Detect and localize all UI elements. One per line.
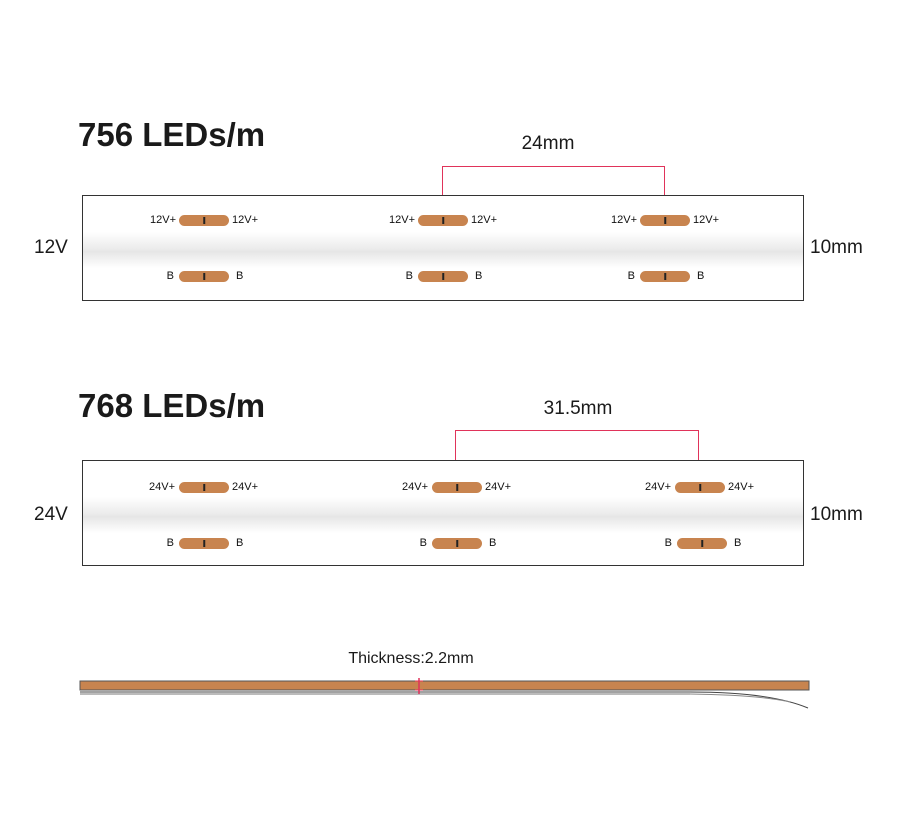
diagram-1-width-label: 10mm: [810, 237, 863, 258]
pad-label-left: 24V+: [149, 481, 175, 493]
solder-pad: [179, 482, 229, 493]
diagram-1-pitch-label: 24mm: [521, 133, 575, 154]
pad-label-right: 12V+: [232, 214, 258, 226]
solder-pad: [677, 538, 727, 549]
solder-pad: [179, 271, 229, 282]
side-view-backing-tape: [689, 691, 809, 709]
solder-pad: [179, 538, 229, 549]
diagram-1-title: 756 LEDs/m: [78, 116, 266, 153]
pad-label-left: 12V+: [389, 214, 415, 226]
diagram-1-cob-band: [83, 232, 803, 268]
pad-label-right: 24V+: [232, 481, 258, 493]
thickness-label: Thickness:2.2mm: [348, 650, 474, 667]
solder-pad: [640, 271, 690, 282]
pad-label-left: B: [166, 270, 174, 282]
pad-label-right: 24V+: [485, 481, 511, 493]
solder-pad: [675, 482, 725, 493]
pad-label-right: 12V+: [471, 214, 497, 226]
pad-label-left: B: [664, 537, 672, 549]
solder-pad: [432, 482, 482, 493]
diagram-2-width-label: 10mm: [810, 504, 863, 525]
pad-label-left: B: [627, 270, 635, 282]
pad-label-right: 12V+: [693, 214, 719, 226]
diagram-2-led-strip: 24V+ 24V+ 24V+ 24V+ 24V+ 24V+ B B B B B …: [82, 460, 804, 566]
pad-label-left: 24V+: [402, 481, 428, 493]
pad-label-right: B: [475, 270, 483, 282]
diagram-1-pitch-bracket: [442, 166, 665, 196]
pad-label-left: 24V+: [645, 481, 671, 493]
side-view-backing-tape: [689, 693, 791, 703]
side-view-pcb-layer: [79, 680, 810, 691]
pad-label-left: B: [166, 537, 174, 549]
solder-pad: [418, 215, 468, 226]
diagram-1-led-strip: 12V+ 12V+ 12V+ 12V+ 12V+ 12V+ B B B B B …: [82, 195, 804, 301]
diagram-2-voltage-label: 24V: [34, 504, 68, 525]
pad-label-right: 24V+: [728, 481, 754, 493]
pad-label-left: B: [405, 270, 413, 282]
pad-label-right: B: [236, 270, 244, 282]
pad-label-right: B: [734, 537, 742, 549]
solder-pad: [432, 538, 482, 549]
pad-label-left: 12V+: [150, 214, 176, 226]
pad-label-left: 12V+: [611, 214, 637, 226]
solder-pad: [640, 215, 690, 226]
pad-label-right: B: [489, 537, 497, 549]
diagram-2-title: 768 LEDs/m: [78, 387, 266, 424]
pad-label-right: B: [697, 270, 705, 282]
solder-pad: [418, 271, 468, 282]
diagram-2-cob-band: [83, 497, 803, 533]
diagram-1-voltage-label: 12V: [34, 237, 68, 258]
pad-label-left: B: [419, 537, 427, 549]
solder-pad: [179, 215, 229, 226]
diagram-2-pitch-bracket: [455, 430, 699, 461]
pad-label-right: B: [236, 537, 244, 549]
diagram-2-pitch-label: 31.5mm: [543, 398, 613, 419]
